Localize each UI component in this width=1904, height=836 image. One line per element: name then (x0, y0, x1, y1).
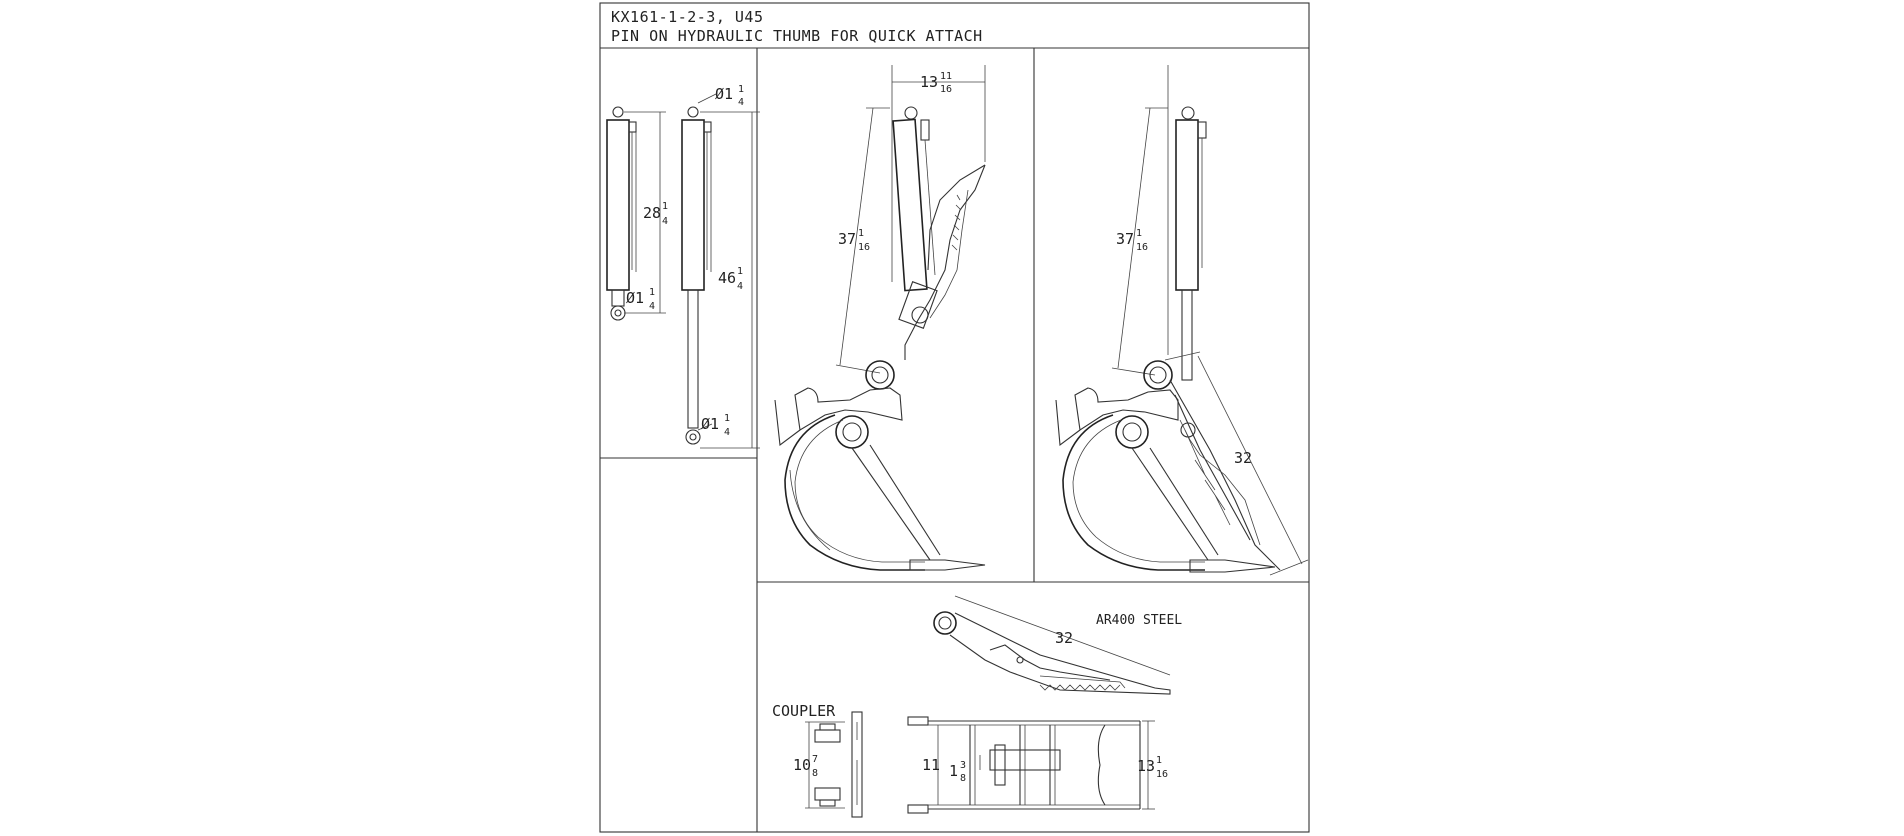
open-arm-length-frac-den: 16 (1136, 242, 1148, 253)
pin-diameter-bottom: Ø1 (701, 415, 719, 433)
closed-top-width-frac-den: 16 (940, 84, 952, 95)
base-overall-dim: 13 (1137, 757, 1155, 775)
sheet-frame (599, 2, 1310, 833)
pin-diameter-top: Ø1 (715, 85, 733, 103)
thumb-detail (933, 595, 1171, 695)
retracted-length-frac-den: 4 (662, 216, 668, 227)
closed-arm-length-frac-den: 16 (858, 242, 870, 253)
pin-diameter-lower-frac-num: 1 (649, 287, 655, 298)
closed-arm-length-frac-num: 1 (858, 228, 864, 239)
pin-diameter-lower-frac-den: 4 (649, 301, 655, 312)
material-note: AR400 STEEL (1096, 613, 1182, 628)
pin-diameter-top-frac-num: 1 (738, 84, 744, 95)
base-inner-dim: 1 (949, 762, 958, 780)
open-thumb-length-dim: 32 (1234, 449, 1252, 467)
coupler-label: COUPLER (772, 702, 836, 720)
closed-top-width-dim: 13 (920, 73, 938, 91)
thumb-detail-length-dim: 32 (1055, 629, 1073, 647)
base-plan-view (907, 716, 1155, 814)
open-arm-length-frac-num: 1 (1136, 228, 1142, 239)
coupler-height-frac-den: 8 (812, 768, 818, 779)
retracted-cylinder (606, 106, 666, 321)
title-description: PIN ON HYDRAULIC THUMB FOR QUICK ATTACH (611, 27, 983, 45)
open-thumb-view (1055, 65, 1309, 576)
coupler-height-dim: 10 (793, 756, 811, 774)
open-arm-length-dim: 37 (1116, 230, 1134, 248)
coupler-drawing (805, 711, 863, 818)
base-overall-frac-num: 1 (1156, 755, 1162, 766)
base-width-dim: 11 (922, 756, 940, 774)
closed-thumb-view (774, 65, 986, 571)
closed-arm-length-dim: 37 (838, 230, 856, 248)
coupler-height-frac-num: 7 (812, 754, 818, 765)
base-inner-frac-den: 8 (960, 773, 966, 784)
title-model: KX161-1-2-3, U45 (611, 8, 764, 26)
closed-top-width-frac-num: 11 (940, 71, 952, 82)
retracted-length-frac-num: 1 (662, 201, 668, 212)
pin-diameter-lower: Ø1 (626, 289, 644, 307)
pin-diameter-bottom-frac-den: 4 (724, 427, 730, 438)
pin-diameter-top-frac-den: 4 (738, 97, 744, 108)
base-overall-frac-den: 16 (1156, 769, 1168, 780)
retracted-length-dim: 28 (643, 204, 661, 222)
extended-cylinder (681, 93, 760, 449)
pin-diameter-bottom-frac-num: 1 (724, 413, 730, 424)
extended-length-frac-den: 4 (737, 281, 743, 292)
extended-length-frac-num: 1 (737, 266, 743, 277)
cylinder-panel: 28 1 4 Ø1 1 4 46 1 4 Ø1 1 4 Ø1 1 (606, 84, 760, 449)
extended-length-dim: 46 (718, 269, 736, 287)
base-inner-frac-num: 3 (960, 760, 966, 771)
